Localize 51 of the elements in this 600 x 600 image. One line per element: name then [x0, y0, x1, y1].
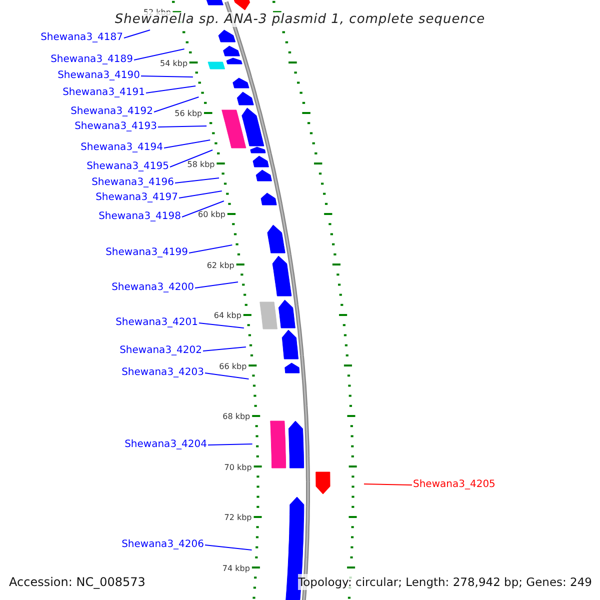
- leader-line: [364, 484, 412, 486]
- leader-line: [158, 126, 208, 128]
- scale-label: 60 kbp: [198, 210, 226, 220]
- topology-text: Topology: circular; Length: 278,942 bp; Genes: 249: [298, 574, 592, 590]
- scale-label: 56 kbp: [174, 109, 202, 119]
- scale-label: 70 kbp: [224, 462, 252, 472]
- leader-line: [202, 346, 246, 352]
- gene-label: Shewana3_4189: [50, 54, 133, 66]
- leader-line: [178, 190, 222, 198]
- leader-line: [194, 282, 238, 288]
- leader-line: [188, 244, 233, 254]
- gene-label: Shewana3_4203: [122, 367, 204, 379]
- leader-line: [146, 86, 196, 94]
- leader-line: [124, 30, 150, 38]
- leader-line: [154, 96, 200, 112]
- gene-label: Shewana3_4201: [116, 317, 198, 329]
- scale-label: 72 kbp: [224, 513, 252, 523]
- gene-label: Shewana3_4206: [122, 539, 204, 551]
- leader-line: [182, 200, 224, 218]
- gene-label: Shewana3_4202: [120, 345, 202, 357]
- leader-line: [164, 140, 211, 148]
- scale-label: 66 kbp: [219, 362, 247, 372]
- gene-label: Shewana3_4192: [70, 106, 153, 118]
- gene-label: Shewana3_4194: [80, 142, 163, 154]
- leader-line: [170, 150, 214, 168]
- gene-label: Shewana3_4187: [40, 32, 123, 44]
- leader-line: [174, 178, 220, 184]
- gene-label: Shewana3_4197: [96, 192, 178, 204]
- accession-text: Accession: NC_008573: [9, 574, 146, 590]
- leader-line: [198, 322, 244, 328]
- gene-label: Shewana3_4199: [106, 247, 188, 259]
- gene-label: Shewana3_4195: [86, 161, 169, 173]
- leader-line: [208, 444, 253, 446]
- gene-label: Shewana3_4193: [74, 121, 157, 133]
- leader-line: [204, 372, 250, 380]
- gene-label: Shewana3_4205: [413, 479, 496, 491]
- scale-label: 62 kbp: [206, 260, 234, 270]
- scale-label: 68 kbp: [222, 412, 250, 422]
- gene-label: Shewana3_4191: [62, 87, 145, 99]
- scale-label: 54 kbp: [160, 58, 188, 68]
- gene-label: Shewana3_4196: [92, 177, 174, 189]
- scale-label: 58 kbp: [187, 160, 215, 170]
- gene-label: Shewana3_4198: [98, 211, 181, 223]
- gene-label: Shewana3_4204: [124, 439, 207, 451]
- leader-line: [140, 76, 194, 78]
- gene-label: Shewana3_4190: [58, 70, 140, 82]
- leader-line: [134, 48, 185, 60]
- scale-label: 64 kbp: [214, 311, 242, 321]
- leader-line: [204, 544, 252, 550]
- gene-label: Shewana3_4200: [112, 282, 194, 294]
- scale-label: 74 kbp: [222, 564, 250, 574]
